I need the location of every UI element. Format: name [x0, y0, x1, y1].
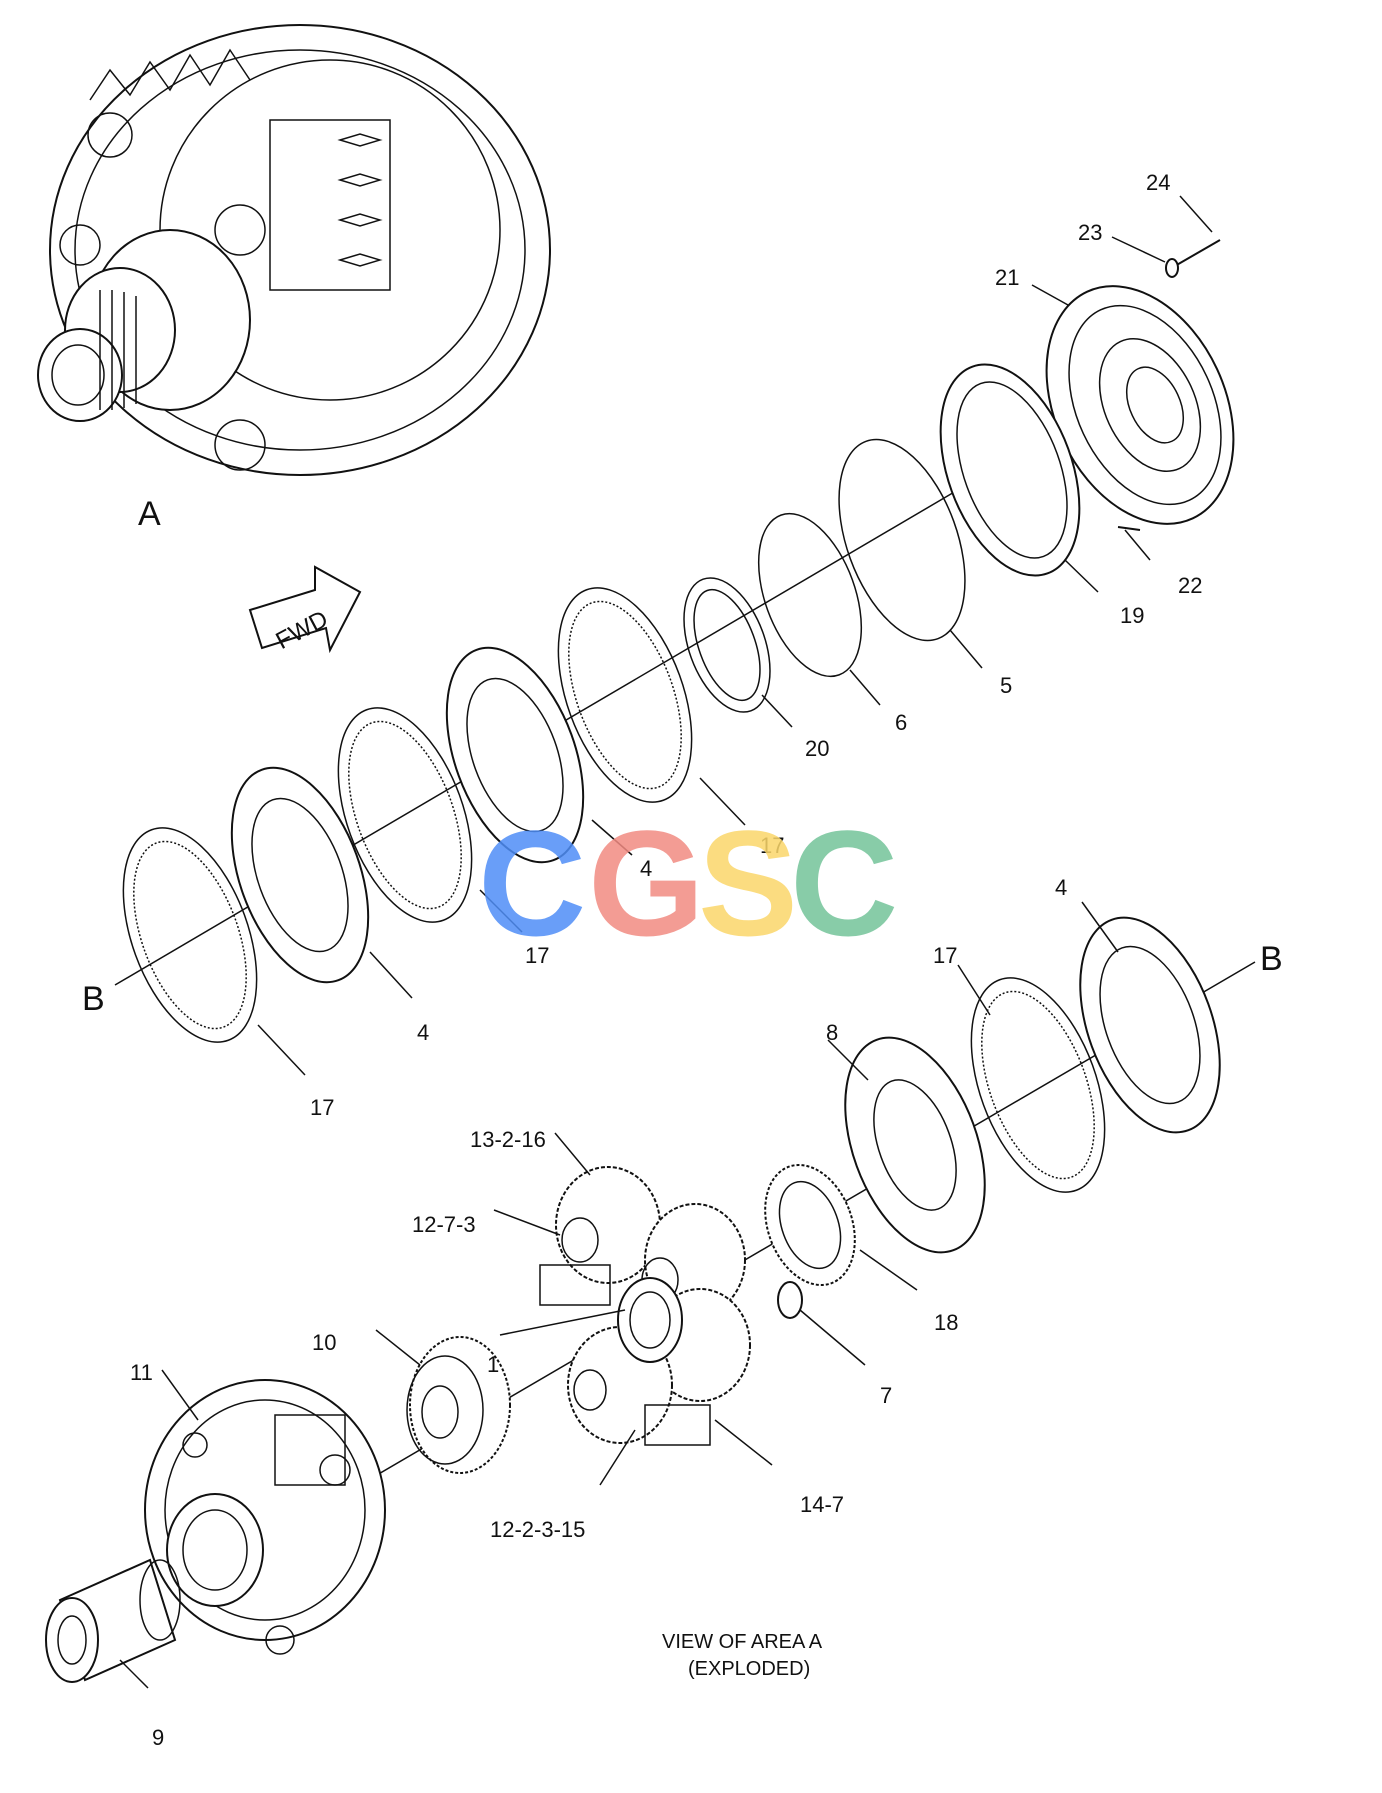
part-10-gear	[406, 1336, 511, 1474]
callout-17-a: 17	[760, 833, 784, 858]
part-21-cover	[1045, 285, 1235, 525]
callout-4-b: 4	[417, 1020, 429, 1045]
assembly-a-drawing	[37, 24, 551, 476]
callout-24: 24	[1146, 170, 1170, 195]
callout-10: 10	[312, 1330, 336, 1355]
part-22-pin	[1117, 526, 1141, 531]
part-9-shaft	[45, 1558, 181, 1683]
callout-4-a: 4	[640, 856, 652, 881]
section-label-b-start: B	[82, 980, 105, 1018]
part-20-ring	[683, 577, 771, 713]
part-17-friction-disc-b	[337, 707, 473, 923]
fwd-arrow-label: FWD	[272, 605, 333, 654]
callout-1: 1	[487, 1352, 499, 1377]
view-label-a: A	[138, 495, 161, 533]
part-18-ring-gear	[764, 1163, 856, 1287]
callout-23: 23	[1078, 220, 1102, 245]
callout-4-c: 4	[1055, 875, 1067, 900]
callout-21: 21	[995, 265, 1019, 290]
part-23-washer	[1165, 258, 1179, 278]
leader-lines	[119, 195, 1213, 1689]
callout-19: 19	[1120, 603, 1144, 628]
fwd-arrow-icon: FWD	[248, 565, 362, 655]
part-17-friction-disc-c	[122, 827, 258, 1043]
callout-17-c: 17	[310, 1095, 334, 1120]
part-11-carrier	[144, 1379, 386, 1655]
caption-line-2: (EXPLODED)	[688, 1658, 810, 1680]
part-19-plate	[939, 363, 1081, 577]
watermark-letter-4: C	[790, 799, 898, 967]
part-7-washer	[777, 1281, 803, 1319]
watermark-letter-2: G	[588, 799, 705, 967]
callout-5: 5	[1000, 673, 1012, 698]
callout-11: 11	[130, 1360, 153, 1385]
part-5-ring	[838, 438, 966, 642]
part-4-plate-c	[1079, 916, 1221, 1134]
watermark-letter-3: S	[698, 799, 798, 967]
section-label-b-end: B	[1260, 940, 1283, 978]
callout-17-b: 17	[525, 943, 549, 968]
callout-22: 22	[1178, 573, 1202, 598]
callout-20: 20	[805, 736, 829, 761]
planet-gear-cluster	[539, 1166, 751, 1446]
caption-line-1: VIEW OF AREA A	[662, 1631, 823, 1653]
part-8-plate	[844, 1036, 986, 1254]
callout-13-2-16: 13-2-16	[470, 1127, 546, 1152]
callout-17-d: 17	[933, 943, 957, 968]
part-17-friction-disc-d	[970, 977, 1106, 1193]
watermark-letter-1: C	[478, 799, 586, 967]
part-6-ring	[757, 512, 863, 678]
callout-8: 8	[826, 1020, 838, 1045]
callout-12-7-3: 12-7-3	[412, 1212, 476, 1237]
callout-7: 7	[880, 1383, 892, 1408]
watermark-logo: C G S C	[478, 799, 898, 967]
callout-18: 18	[934, 1310, 958, 1335]
part-4-plate-b	[230, 766, 370, 984]
part-4-plate-a	[445, 646, 585, 864]
callout-14-7: 14-7	[800, 1492, 844, 1517]
callout-9: 9	[152, 1725, 164, 1750]
callout-12-2-3-15: 12-2-3-15	[490, 1517, 585, 1542]
callout-6: 6	[895, 710, 907, 735]
